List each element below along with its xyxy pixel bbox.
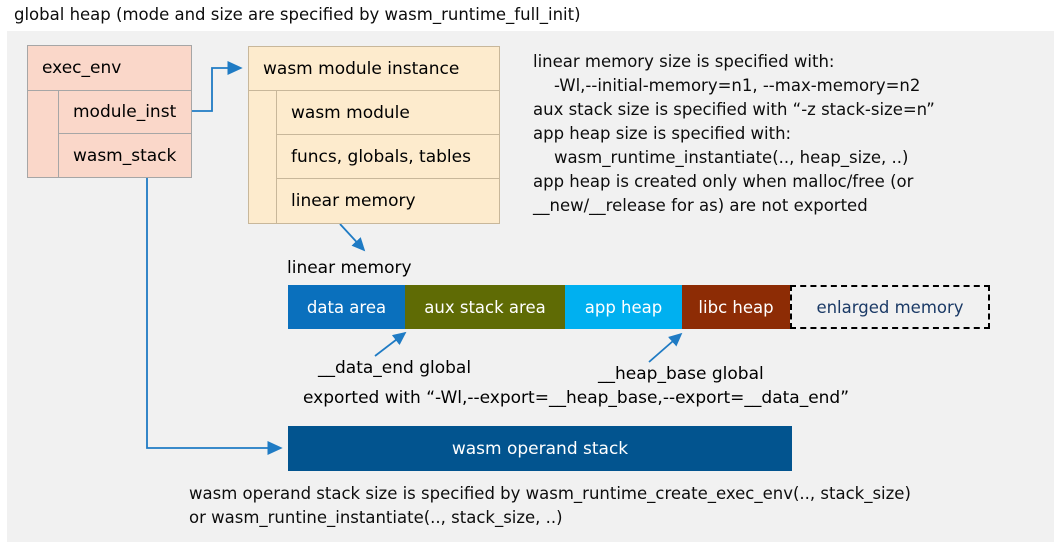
wasm-operand-stack-box: wasm operand stack — [288, 426, 792, 471]
page-title: global heap (mode and size are specified… — [14, 5, 581, 24]
operand-stack-note: wasm operand stack size is specified by … — [189, 484, 911, 527]
wasm-module-instance-header: wasm module instance — [249, 47, 499, 91]
memory-segment-enlarged-memory: enlarged memory — [790, 285, 990, 329]
annotation-data-end: __data_end global — [318, 358, 472, 378]
wasm-module-instance-box: wasm module instance wasm module funcs, … — [248, 46, 500, 224]
exec-env-field-wasm-stack: wasm_stack — [73, 145, 177, 166]
module-field-linear-memory: linear memory — [291, 191, 416, 211]
module-field-wasm-module: wasm module — [277, 91, 499, 135]
exec-env-header: exec_env — [28, 46, 191, 91]
annotation-export-line: exported with “-Wl,--export=__heap_base,… — [303, 388, 850, 408]
exec-env-field-module-inst: module_inst — [59, 91, 191, 134]
linear-memory-note: linear memory size is specified with: -W… — [533, 52, 935, 215]
memory-segment-libc-heap: libc heap — [682, 285, 790, 329]
wasm-module-instance-gutter — [249, 91, 277, 223]
module-field-funcs-globals-tables: funcs, globals, tables — [277, 135, 499, 179]
memory-segment-aux-stack-area: aux stack area — [405, 285, 565, 329]
linear-memory-label: linear memory — [287, 258, 412, 278]
memory-segment-app-heap: app heap — [565, 285, 682, 329]
memory-segment-data-area: data area — [288, 285, 405, 329]
annotation-heap-base: __heap_base global — [598, 364, 764, 384]
exec-env-gutter — [28, 91, 59, 178]
exec-env-box: exec_env module_inst wasm_stack — [27, 45, 192, 178]
